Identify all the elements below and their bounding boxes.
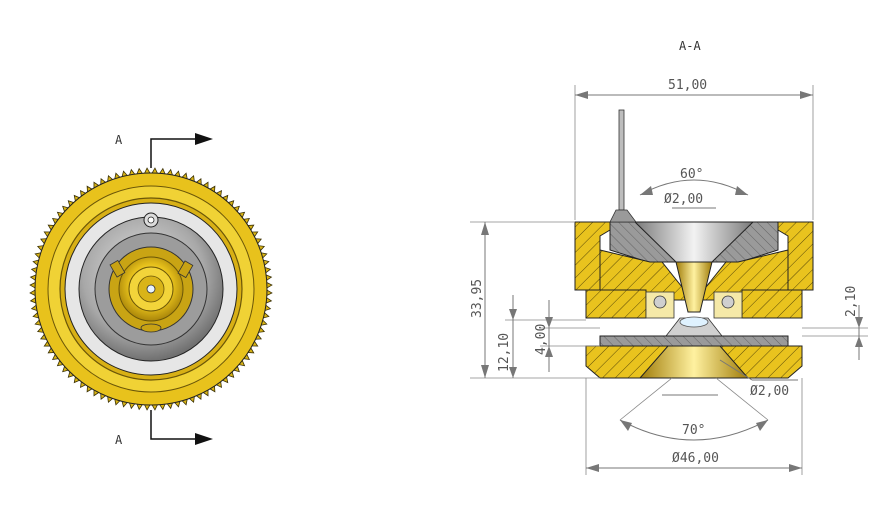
needle-pin [618, 109, 625, 211]
section-title: A-A [679, 39, 701, 53]
dim-bottom-bore: Ø2,00 [750, 384, 789, 399]
dim-base-diameter: Ø46,00 [672, 451, 719, 466]
steel-plate [599, 335, 789, 347]
dim-overall-height: 33,95 [470, 279, 485, 318]
section-mark-top: A [115, 133, 123, 147]
left-oring [653, 295, 667, 309]
dim-gap: 4,00 [534, 324, 549, 355]
nozzle-orifice [679, 316, 709, 328]
section-arrow-bottom [195, 433, 213, 445]
clip-left [109, 259, 126, 278]
nozzle-hole [146, 284, 156, 294]
clip-bottom [140, 323, 162, 333]
front-view [29, 167, 273, 411]
section-mark-bottom: A [115, 433, 123, 447]
screw-hole [147, 216, 155, 224]
section-line: A A [115, 133, 213, 447]
needle-base [609, 209, 637, 223]
dim-right-height: 2,10 [844, 286, 859, 317]
dim-overall-width: 51,00 [668, 78, 707, 93]
right-oring [721, 295, 735, 309]
dim-top-angle: 60° [680, 167, 703, 182]
body-right-mid [741, 289, 803, 319]
upper-throat [675, 261, 713, 313]
dim-top-bore: Ø2,00 [664, 192, 703, 207]
section-arrow-top [195, 133, 213, 145]
section-view [574, 109, 814, 379]
clip-right [177, 260, 194, 279]
dim-lower-height: 12,10 [497, 333, 512, 372]
dimensions: 51,00 60° Ø2,00 33,95 12,10 4,00 [470, 78, 868, 475]
body-left-mid [585, 289, 647, 319]
dim-bottom-angle: 70° [682, 423, 705, 438]
